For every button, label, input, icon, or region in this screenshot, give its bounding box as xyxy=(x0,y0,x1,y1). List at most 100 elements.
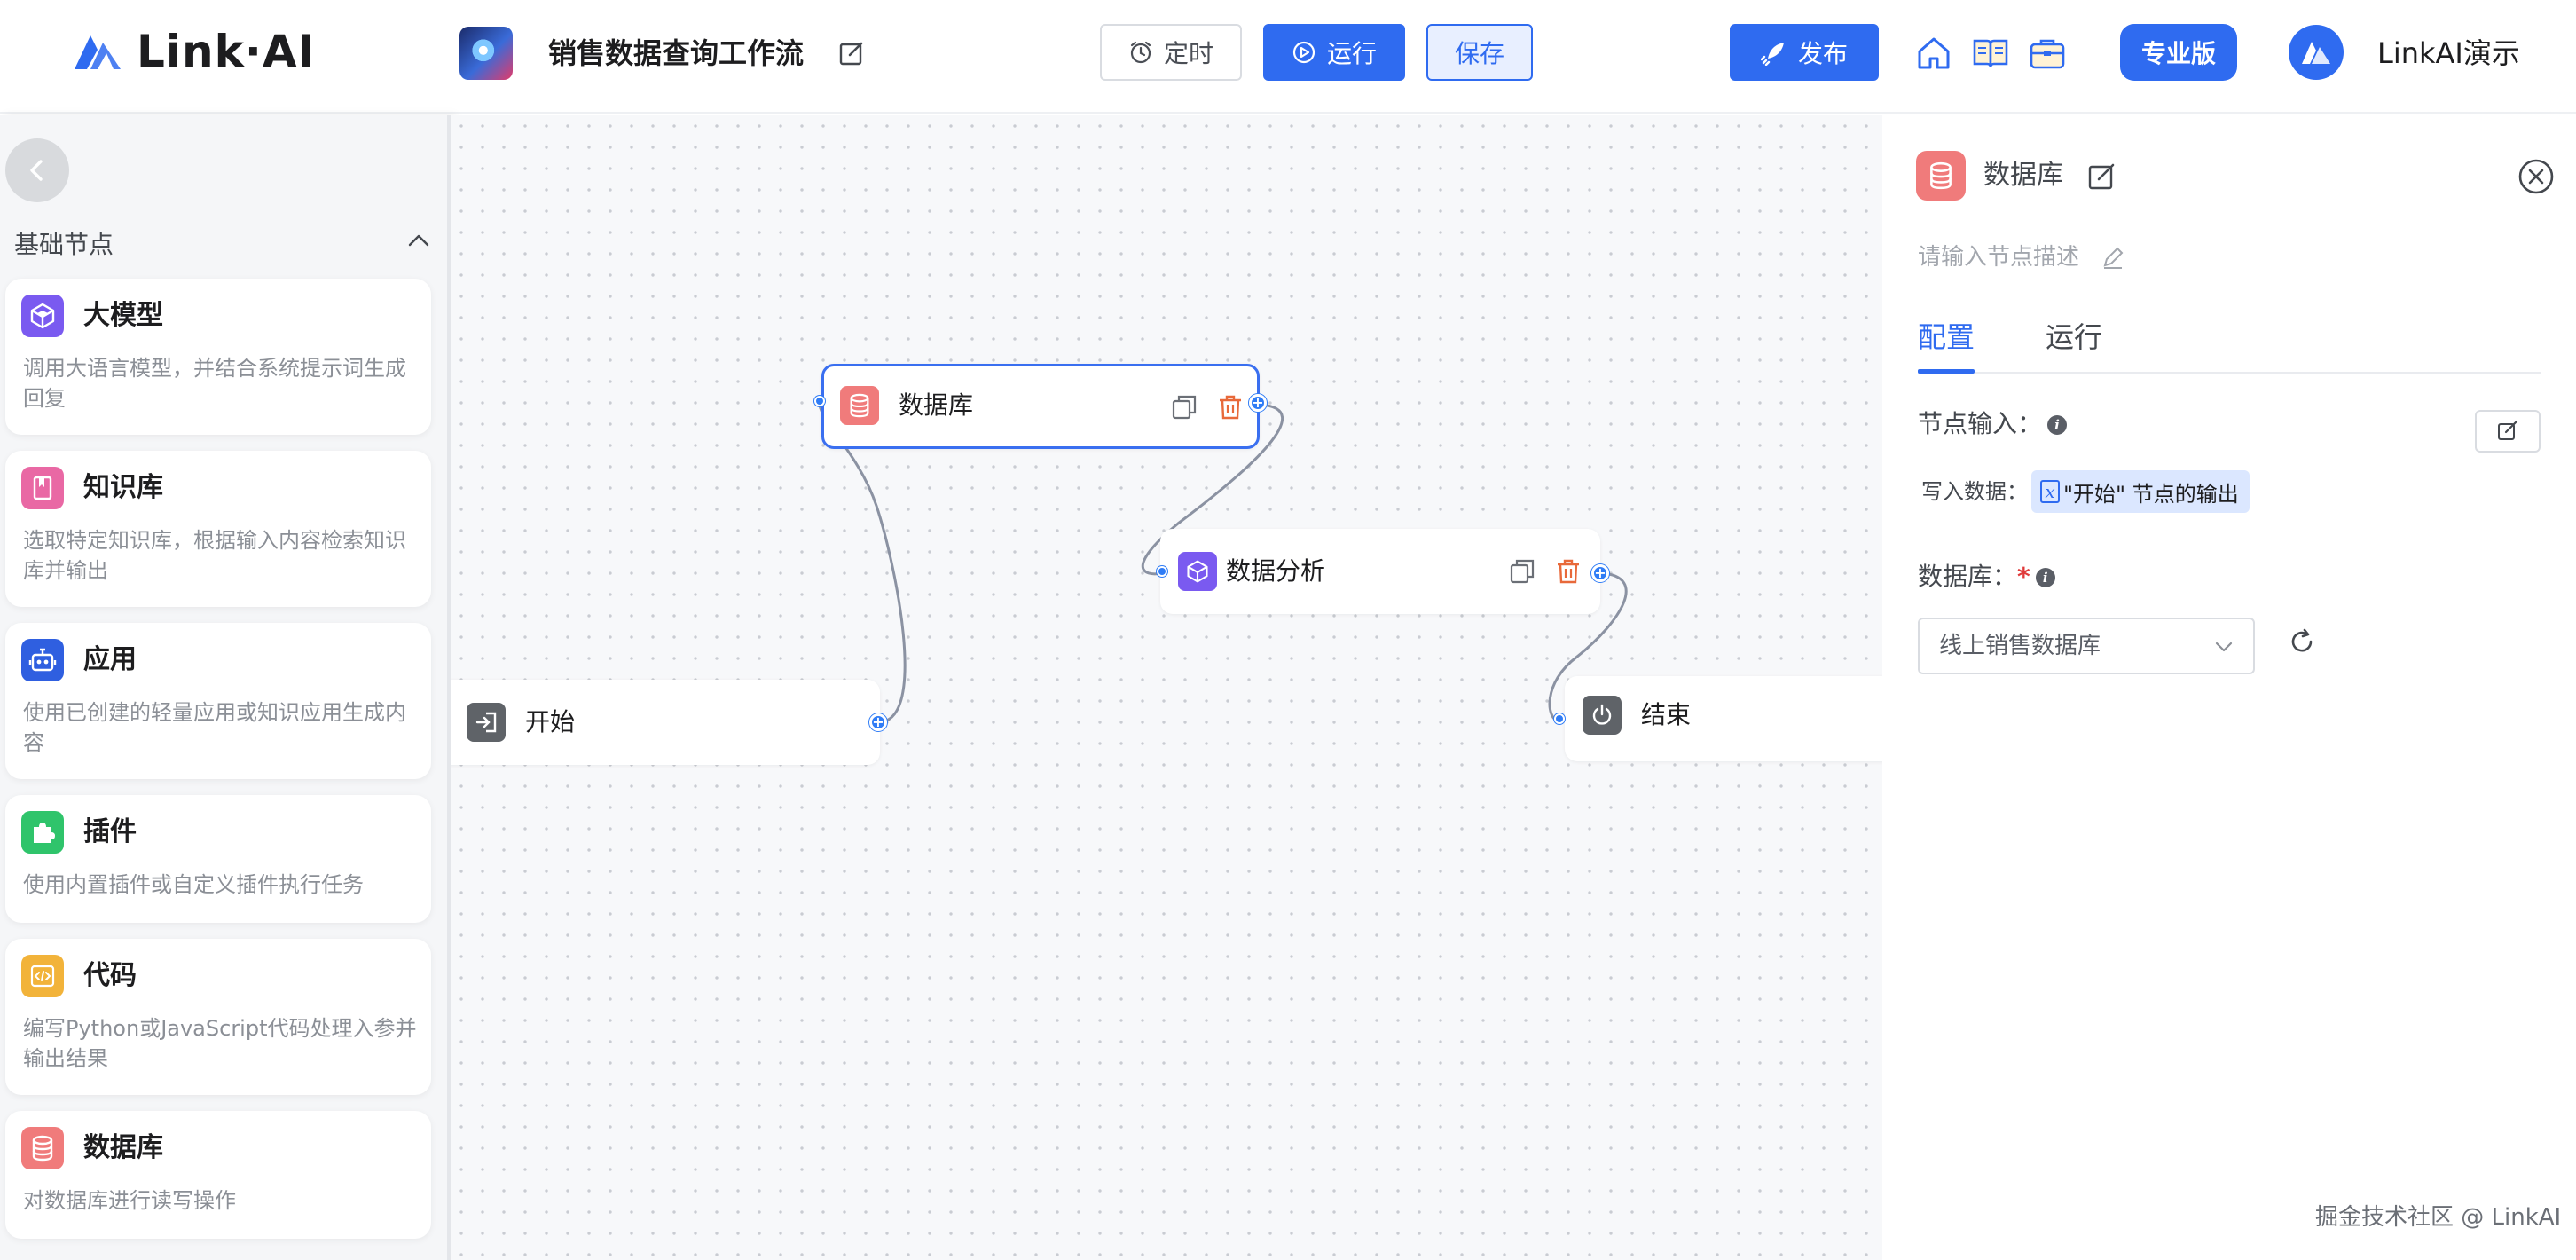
variable-tag[interactable]: x "开始" 节点的输出 xyxy=(2031,470,2250,513)
logo[interactable]: Link·AI xyxy=(71,25,315,78)
delete-icon[interactable] xyxy=(1554,557,1583,586)
node-card-title: 插件 xyxy=(83,816,137,847)
node-config-panel: 数据库 请输入节点描述 配置 运行 节点输入：i 写入数据： x "开始" 节点… xyxy=(1882,115,2576,1260)
robot-icon xyxy=(21,639,64,681)
node-label: 结束 xyxy=(1641,700,1692,729)
required-asterisk: * xyxy=(2017,562,2030,591)
linkai-avatar-icon xyxy=(2302,42,2330,64)
active-tab-indicator xyxy=(1918,369,1975,374)
linkai-logo-icon xyxy=(75,35,121,69)
delete-icon[interactable] xyxy=(1216,393,1245,421)
chevron-up-icon[interactable] xyxy=(406,231,431,250)
node-card-desc: 使用已创建的轻量应用或知识应用生成内容 xyxy=(23,700,406,755)
panel-title: 数据库 xyxy=(1983,160,2063,191)
node-card-app[interactable]: 应用 使用已创建的轻量应用或知识应用生成内容 xyxy=(5,623,431,779)
node-card-plugin[interactable]: 插件 使用内置插件或自定义插件执行任务 xyxy=(5,795,431,923)
chevron-down-icon xyxy=(2215,642,2233,652)
node-label: 数据库 xyxy=(899,390,974,420)
canvas-node-database[interactable]: 数据库 xyxy=(821,364,1260,449)
cube-icon xyxy=(1178,552,1217,591)
variable-icon: x xyxy=(2040,480,2060,503)
database-label: 数据库：* i xyxy=(1918,559,2055,595)
save-label: 保存 xyxy=(1454,39,1504,68)
workflow-thumbnail[interactable] xyxy=(459,27,513,80)
alarm-clock-icon xyxy=(1130,41,1151,64)
node-card-desc: 选取特定知识库，根据输入内容检索知识库并输出 xyxy=(23,528,406,583)
edit-icon xyxy=(2498,420,2518,440)
user-name[interactable]: LinkAI演示 xyxy=(2377,36,2520,70)
copy-icon[interactable] xyxy=(1508,557,1536,586)
database-label-text: 数据库： xyxy=(1918,562,2018,591)
edge-start-to-database xyxy=(818,400,907,724)
tab-config[interactable]: 配置 xyxy=(1918,320,1975,354)
brand-name: Link·AI xyxy=(137,26,316,77)
top-header: Link·AI 销售数据查询工作流 定时 运行 保存 发布 xyxy=(0,0,2576,114)
node-card-llm[interactable]: 大模型 调用大语言模型，并结合系统提示词生成回复 xyxy=(5,279,431,435)
node-card-title: 应用 xyxy=(83,644,137,675)
puzzle-icon xyxy=(21,811,64,854)
pencil-icon[interactable] xyxy=(2101,245,2125,270)
write-data-label: 写入数据： xyxy=(1921,479,2028,504)
node-input-label: 节点输入：i xyxy=(1918,406,2068,442)
briefcase-icon[interactable] xyxy=(2028,34,2067,73)
timer-button[interactable]: 定时 xyxy=(1100,24,1242,81)
info-icon[interactable]: i xyxy=(2047,415,2068,435)
edit-inputs-button[interactable] xyxy=(2475,410,2541,453)
run-label: 运行 xyxy=(1326,39,1377,68)
pro-plan-button[interactable]: 专业版 xyxy=(2120,24,2237,81)
copy-icon[interactable] xyxy=(1170,393,1198,421)
database-icon xyxy=(1916,151,1966,201)
output-port-database[interactable]: + xyxy=(1249,394,1267,412)
save-button[interactable]: 保存 xyxy=(1426,24,1533,81)
output-port-analysis[interactable]: + xyxy=(1591,564,1609,582)
code-icon xyxy=(21,955,64,997)
pro-label: 专业版 xyxy=(2140,39,2216,68)
docs-book-icon[interactable] xyxy=(1971,34,2010,73)
canvas-node-analysis[interactable]: 数据分析 xyxy=(1160,529,1600,614)
node-card-database[interactable]: 数据库 对数据库进行读写操作 xyxy=(5,1111,431,1239)
info-icon[interactable]: i xyxy=(2035,568,2055,587)
tab-run[interactable]: 运行 xyxy=(2046,320,2103,354)
workflow-title: 销售数据查询工作流 xyxy=(548,36,805,70)
avatar[interactable] xyxy=(2289,25,2344,80)
publish-button[interactable]: 发布 xyxy=(1730,24,1879,81)
run-button[interactable]: 运行 xyxy=(1263,24,1405,81)
edge-database-to-analysis xyxy=(1141,403,1284,576)
edge-analysis-to-end xyxy=(1548,571,1628,722)
power-icon xyxy=(1583,696,1622,735)
node-library-panel: 基础节点 大模型 调用大语言模型，并结合系统提示词生成回复 知识库 选取特定知识… xyxy=(0,115,451,1260)
node-card-title: 代码 xyxy=(83,960,137,991)
node-card-desc: 使用内置插件或自定义插件执行任务 xyxy=(23,872,364,897)
input-port-end[interactable] xyxy=(1554,713,1565,724)
input-port-database[interactable] xyxy=(814,396,825,406)
rocket-icon xyxy=(1760,43,1784,66)
node-card-code[interactable]: 代码 编写Python或JavaScript代码处理入参并输出结果 xyxy=(5,939,431,1095)
workflow-canvas[interactable]: 数据库 + 数据分析 + 开始 + 结束 xyxy=(451,115,1882,1260)
node-card-title: 知识库 xyxy=(83,472,163,503)
node-card-title: 数据库 xyxy=(83,1132,163,1163)
node-description-input[interactable]: 请输入节点描述 xyxy=(1918,244,2080,271)
input-port-analysis[interactable] xyxy=(1157,566,1167,577)
node-card-knowledge[interactable]: 知识库 选取特定知识库，根据输入内容检索知识库并输出 xyxy=(5,451,431,607)
database-select-value: 线上销售数据库 xyxy=(1939,633,2101,659)
home-icon[interactable] xyxy=(1914,34,1953,73)
refresh-icon[interactable] xyxy=(2287,626,2317,657)
watermark: 掘金技术社区 @ LinkAI xyxy=(2315,1204,2562,1231)
canvas-node-start[interactable]: 开始 xyxy=(451,680,880,765)
edit-title-icon[interactable] xyxy=(837,39,866,67)
canvas-node-end[interactable]: 结束 xyxy=(1565,676,1882,761)
node-card-desc: 调用大语言模型，并结合系统提示词生成回复 xyxy=(23,356,406,411)
edit-node-name-icon[interactable] xyxy=(2086,161,2117,192)
output-port-start[interactable]: + xyxy=(869,713,887,731)
close-panel-icon[interactable] xyxy=(2517,158,2555,195)
cube-icon xyxy=(21,295,64,337)
node-input-label-text: 节点输入： xyxy=(1918,409,2043,438)
database-icon xyxy=(21,1127,64,1169)
enter-icon xyxy=(467,703,506,742)
node-label: 开始 xyxy=(525,707,576,736)
collapse-panel-button[interactable] xyxy=(5,138,69,202)
database-select[interactable]: 线上销售数据库 xyxy=(1918,618,2255,674)
section-title-basic-nodes[interactable]: 基础节点 xyxy=(14,230,114,259)
node-card-desc: 编写Python或JavaScript代码处理入参并输出结果 xyxy=(23,1016,417,1071)
play-circle-icon xyxy=(1292,41,1315,64)
